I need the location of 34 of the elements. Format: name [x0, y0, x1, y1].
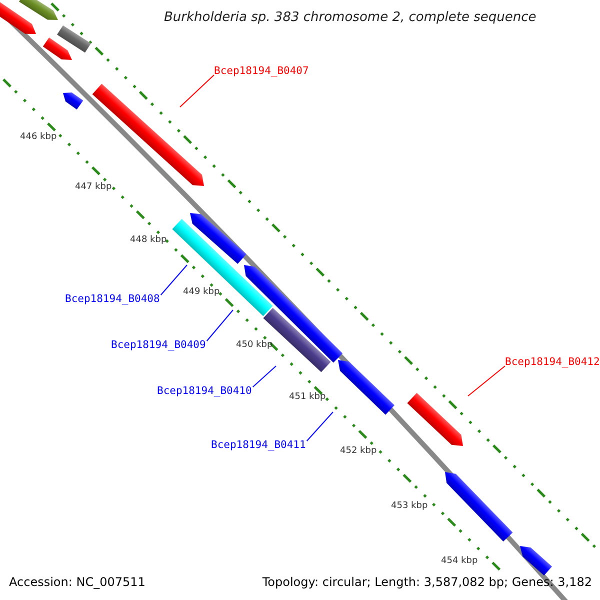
gene-feature — [407, 392, 463, 446]
tick-label: 446 kbp — [20, 133, 57, 142]
tick-label: 451 kbp — [289, 393, 326, 402]
gene-feature — [445, 472, 513, 542]
leader-line — [180, 74, 214, 108]
gene-feature — [520, 546, 552, 576]
gene-label: Bcep18194_B0410 — [157, 385, 252, 397]
tick-label: 454 kbp — [441, 557, 478, 566]
gene-segment — [57, 25, 91, 53]
title: Burkholderia sp. 383 chromosome 2, complete sequence — [164, 11, 536, 24]
gene-feature — [63, 92, 84, 110]
gene-label: Bcep18194_B0411 — [211, 439, 306, 451]
gene-feature — [0, 1, 36, 34]
footer-text: Accession: NC_007511 — [9, 576, 146, 588]
gene-label: Bcep18194_B0407 — [214, 65, 309, 77]
tick-label: 449 kbp — [183, 288, 220, 297]
gene-feature — [190, 213, 246, 264]
tick-label: 448 kbp — [130, 236, 167, 245]
leader-line — [160, 264, 188, 296]
leader-line — [252, 366, 276, 388]
gene-feature — [42, 38, 72, 60]
tick-label: 447 kbp — [75, 183, 112, 192]
footer-text: Topology: circular; Length: 3,587,082 bp; Genes: 3,182 — [262, 576, 592, 588]
gene-label: Bcep18194_B0412 — [505, 356, 600, 368]
gene-feature — [338, 360, 394, 415]
gene-feature — [19, 0, 58, 20]
tick-label: 453 kbp — [391, 502, 428, 511]
leader-line — [206, 310, 234, 342]
gene-label: Bcep18194_B0408 — [65, 293, 160, 305]
leader-line — [468, 366, 506, 396]
tick-label: 450 kbp — [236, 341, 273, 350]
gene-label: Bcep18194_B0409 — [111, 339, 206, 351]
leader-line — [306, 412, 334, 442]
tick-label: 452 kbp — [340, 447, 377, 456]
